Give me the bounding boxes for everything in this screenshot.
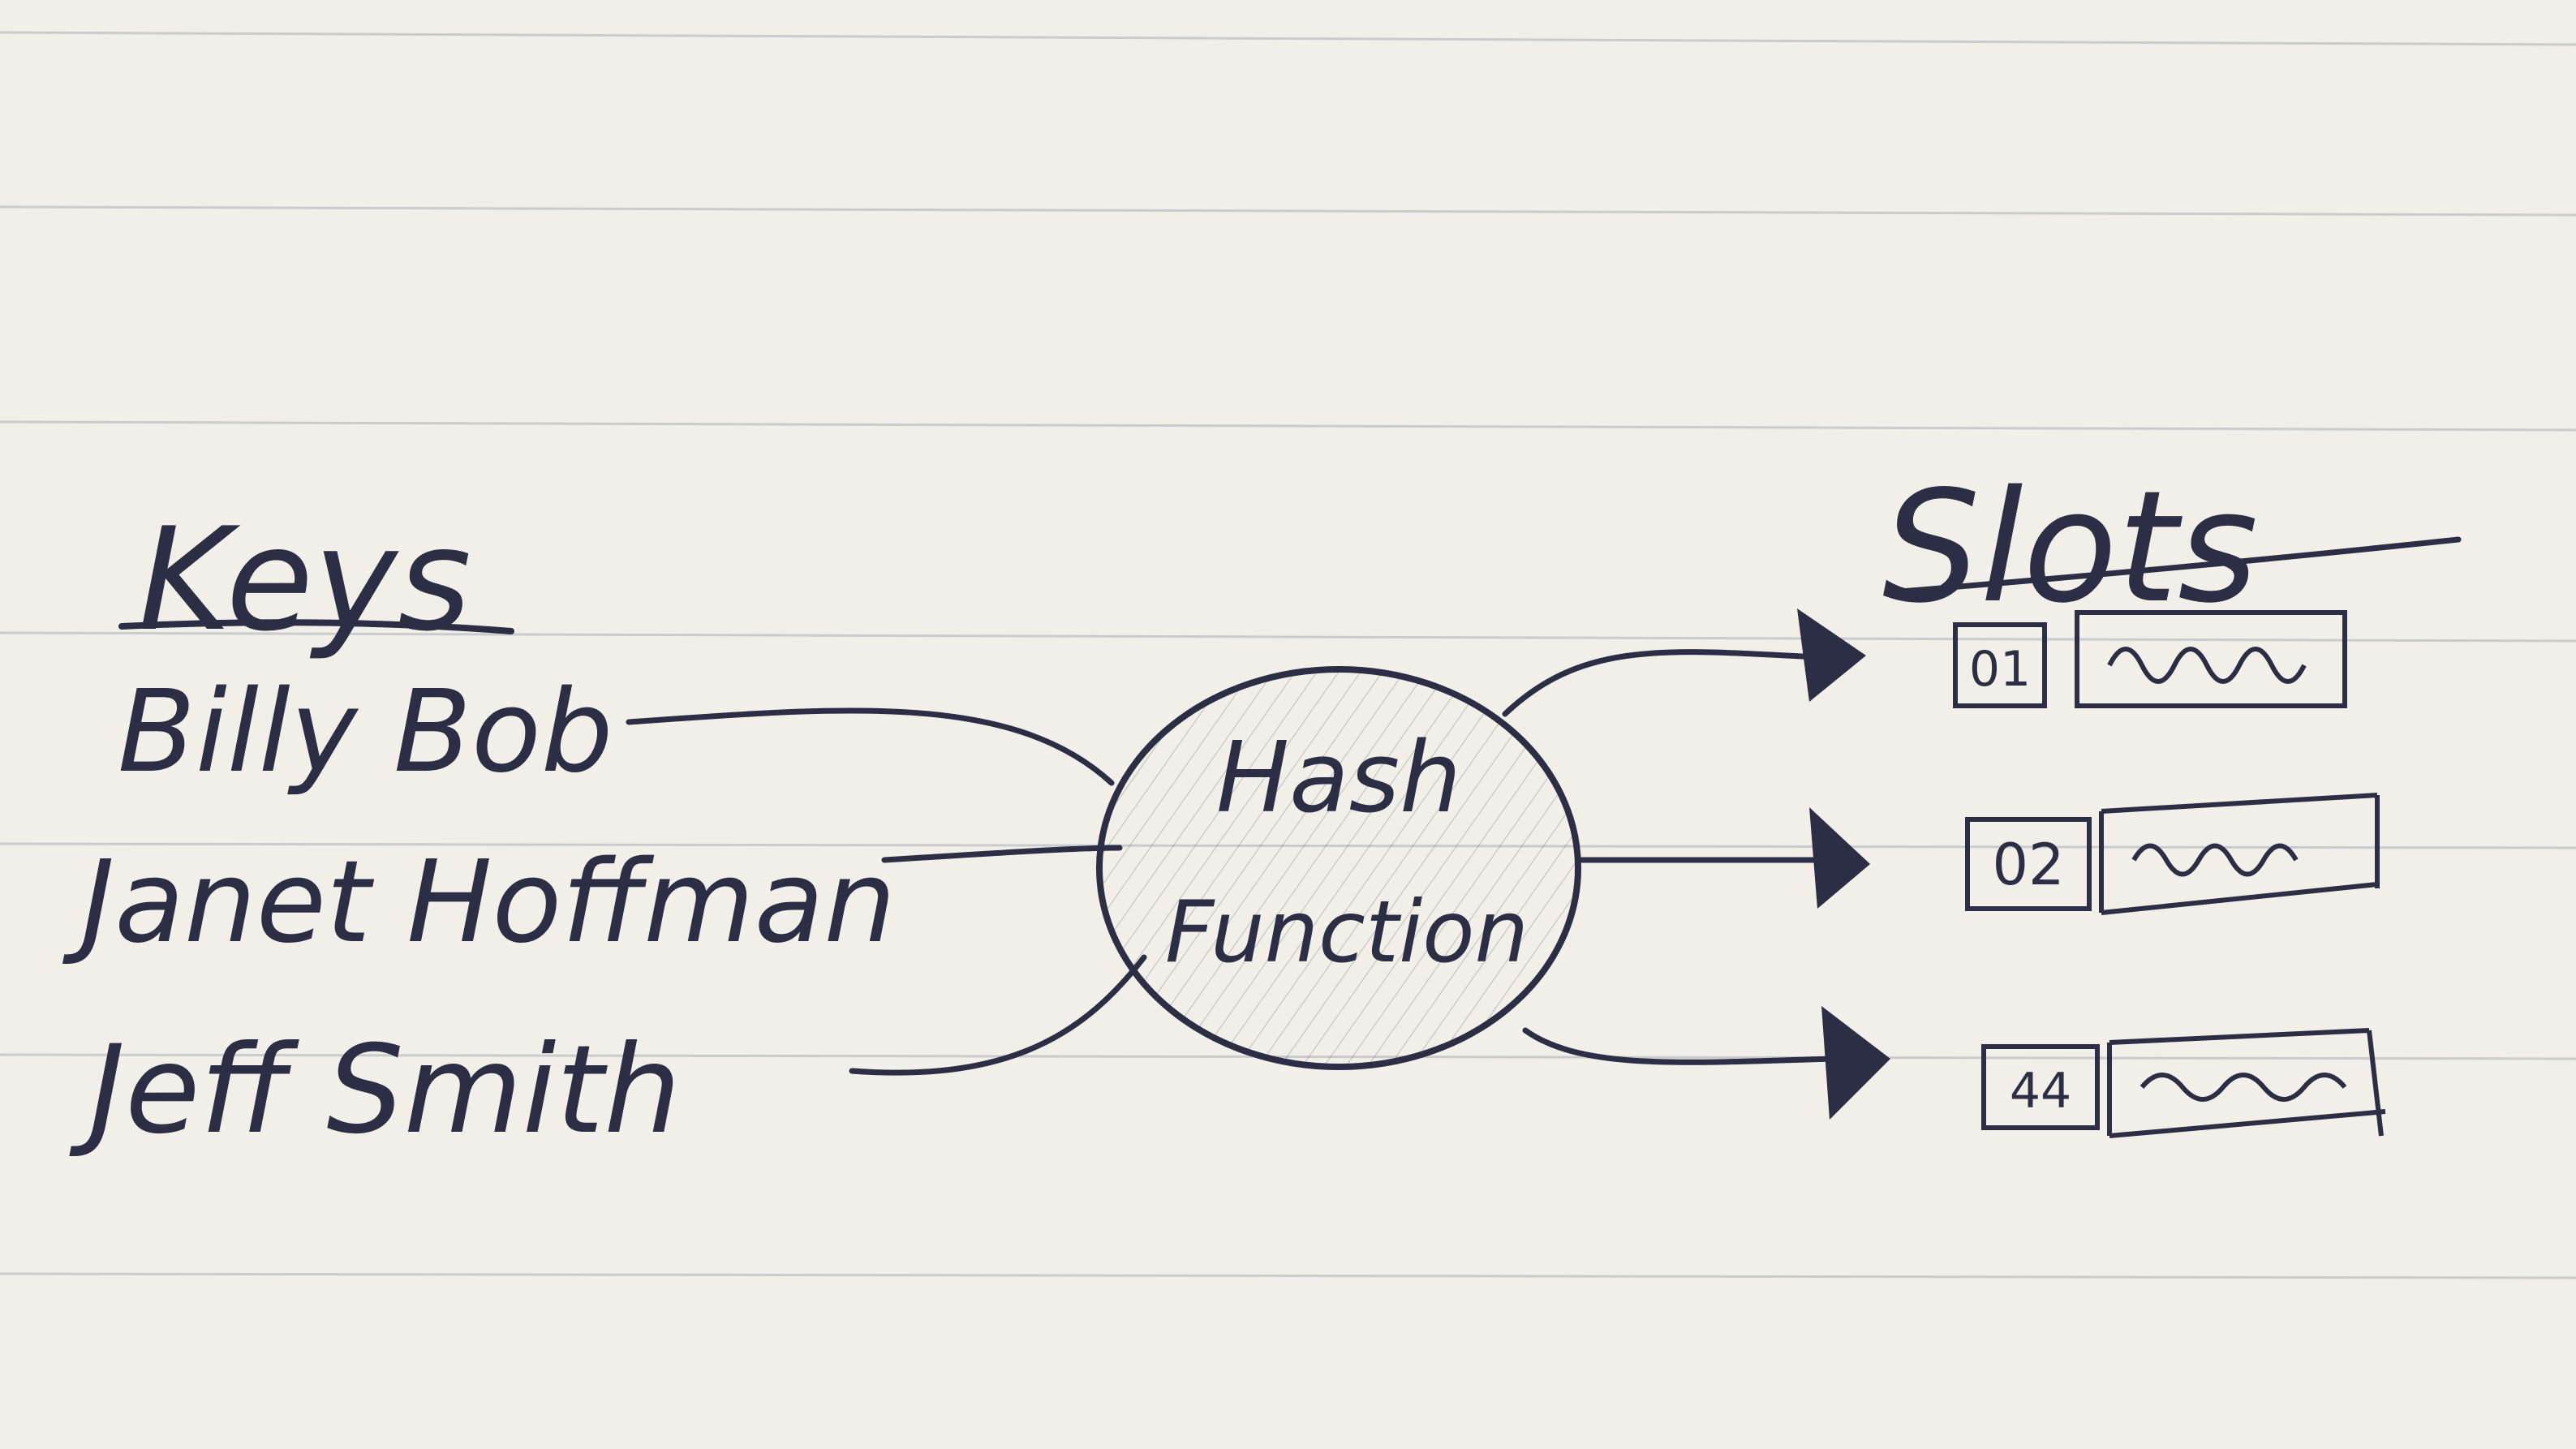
- slot-index-02: 02: [1992, 832, 2064, 898]
- slot-value-scribble: [2131, 843, 2299, 877]
- slot-row-02: [1965, 793, 2380, 915]
- hash-function-label-line2: Function: [1165, 883, 1529, 982]
- connector-janet-hoffman: [881, 845, 1123, 863]
- keys-underline: [118, 619, 514, 634]
- slot-index-box: [1965, 817, 2092, 911]
- slot-index-01: 01: [1969, 641, 2031, 698]
- arrowhead-slot-3: [1821, 1006, 1890, 1120]
- slot-value-box: [2099, 793, 2380, 915]
- slots-underline: [1887, 536, 2462, 596]
- arrow-line-slot-1: [1502, 649, 1821, 717]
- slot-value-box: [2107, 1028, 2386, 1138]
- slot-value-scribble: [2107, 647, 2307, 684]
- slot-index-44: 44: [2010, 1063, 2071, 1120]
- key-billy-bob: Billy Bob: [118, 666, 613, 798]
- slot-value-box: [2075, 610, 2347, 708]
- slot-index-box: [1953, 622, 2047, 708]
- arrow-line-slot-3: [1522, 1027, 1837, 1065]
- slot-row-01: [1953, 610, 2347, 708]
- keys-heading: Keys: [138, 498, 471, 663]
- slot-row-44: [1981, 1028, 2386, 1138]
- connector-billy-bob: [626, 707, 1115, 786]
- hash-function-node: Hash Function: [1096, 666, 1581, 1070]
- key-janet-hoffman: Janet Hoffman: [62, 836, 896, 969]
- arrowhead-slot-2: [1809, 807, 1870, 909]
- key-jeff-smith: Jeff Smith: [69, 1020, 681, 1161]
- arrowhead-slot-1: [1797, 608, 1866, 702]
- slot-value-scribble: [2139, 1073, 2347, 1102]
- hash-function-label-line1: Hash: [1216, 722, 1461, 835]
- slot-index-box: [1981, 1044, 2100, 1130]
- slots-heading: Slots: [1882, 458, 2258, 637]
- connector-jeff-smith: [849, 954, 1147, 1076]
